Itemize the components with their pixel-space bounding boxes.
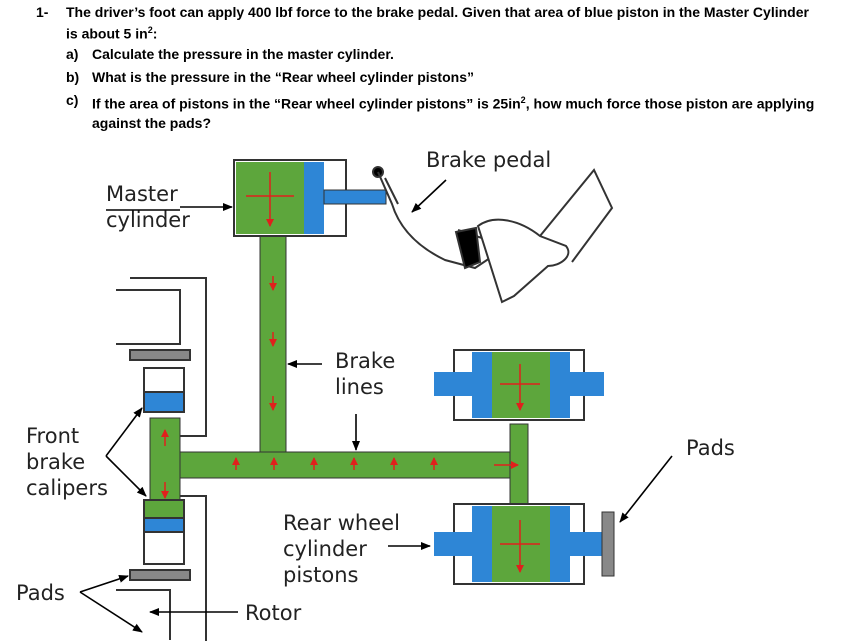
pressure-arrows [161, 276, 519, 499]
label-master-cylinder-1: Master [106, 182, 178, 206]
label-pads-right: Pads [686, 436, 735, 460]
part-a-marker: a) [66, 46, 79, 62]
part-c-text: If the area of pistons in the “Rear whee… [92, 90, 814, 114]
part-c-sup: 2 [520, 95, 526, 105]
label-rotor: Rotor [245, 601, 302, 625]
rear-cylinder-bottom [434, 503, 604, 585]
label-rear-wheel-1: Rear wheel [283, 511, 400, 535]
label-front-calipers-3: calipers [26, 476, 108, 500]
front-brake-caliper [116, 277, 207, 641]
part-c-prefix: If the area of pistons in the “Rear whee… [92, 95, 521, 112]
master-cylinder [233, 159, 387, 237]
callout-arrows [79, 179, 673, 633]
brake-pedal [372, 166, 614, 304]
stem-line2-prefix: is about 5 in [66, 25, 148, 42]
brake-lines [149, 231, 529, 509]
part-c-marker: c) [66, 92, 79, 108]
label-rear-wheel-3: pistons [283, 563, 359, 587]
stem-line2-suffix: : [152, 25, 158, 42]
question-number: 1- [36, 4, 49, 20]
label-brake-lines-1: Brake [335, 349, 396, 373]
part-b-text: What is the pressure in the “Rear wheel … [92, 69, 474, 85]
part-c-text-line2: against the pads? [92, 115, 212, 131]
label-pads-left: Pads [16, 581, 65, 605]
part-c-suffix: , how much force those piston are applyi… [525, 95, 815, 112]
label-brake-lines-2: lines [335, 375, 384, 399]
label-master-cylinder-2: cylinder [106, 208, 190, 232]
rear-cylinder-top [434, 349, 604, 421]
stem-line2-sup: 2 [147, 25, 153, 35]
label-rear-wheel-2: cylinder [283, 537, 367, 561]
label-front-calipers-2: brake [26, 450, 86, 474]
label-brake-pedal: Brake pedal [426, 148, 552, 172]
part-b-marker: b) [66, 69, 80, 85]
label-front-calipers-1: Front [26, 424, 80, 448]
question-stem: The driver’s foot can apply 400 lbf forc… [66, 4, 809, 20]
question-stem-line2: is about 5 in2: [66, 20, 157, 44]
rear-brake-pad [601, 511, 615, 577]
part-a-text: Calculate the pressure in the master cyl… [92, 46, 394, 62]
